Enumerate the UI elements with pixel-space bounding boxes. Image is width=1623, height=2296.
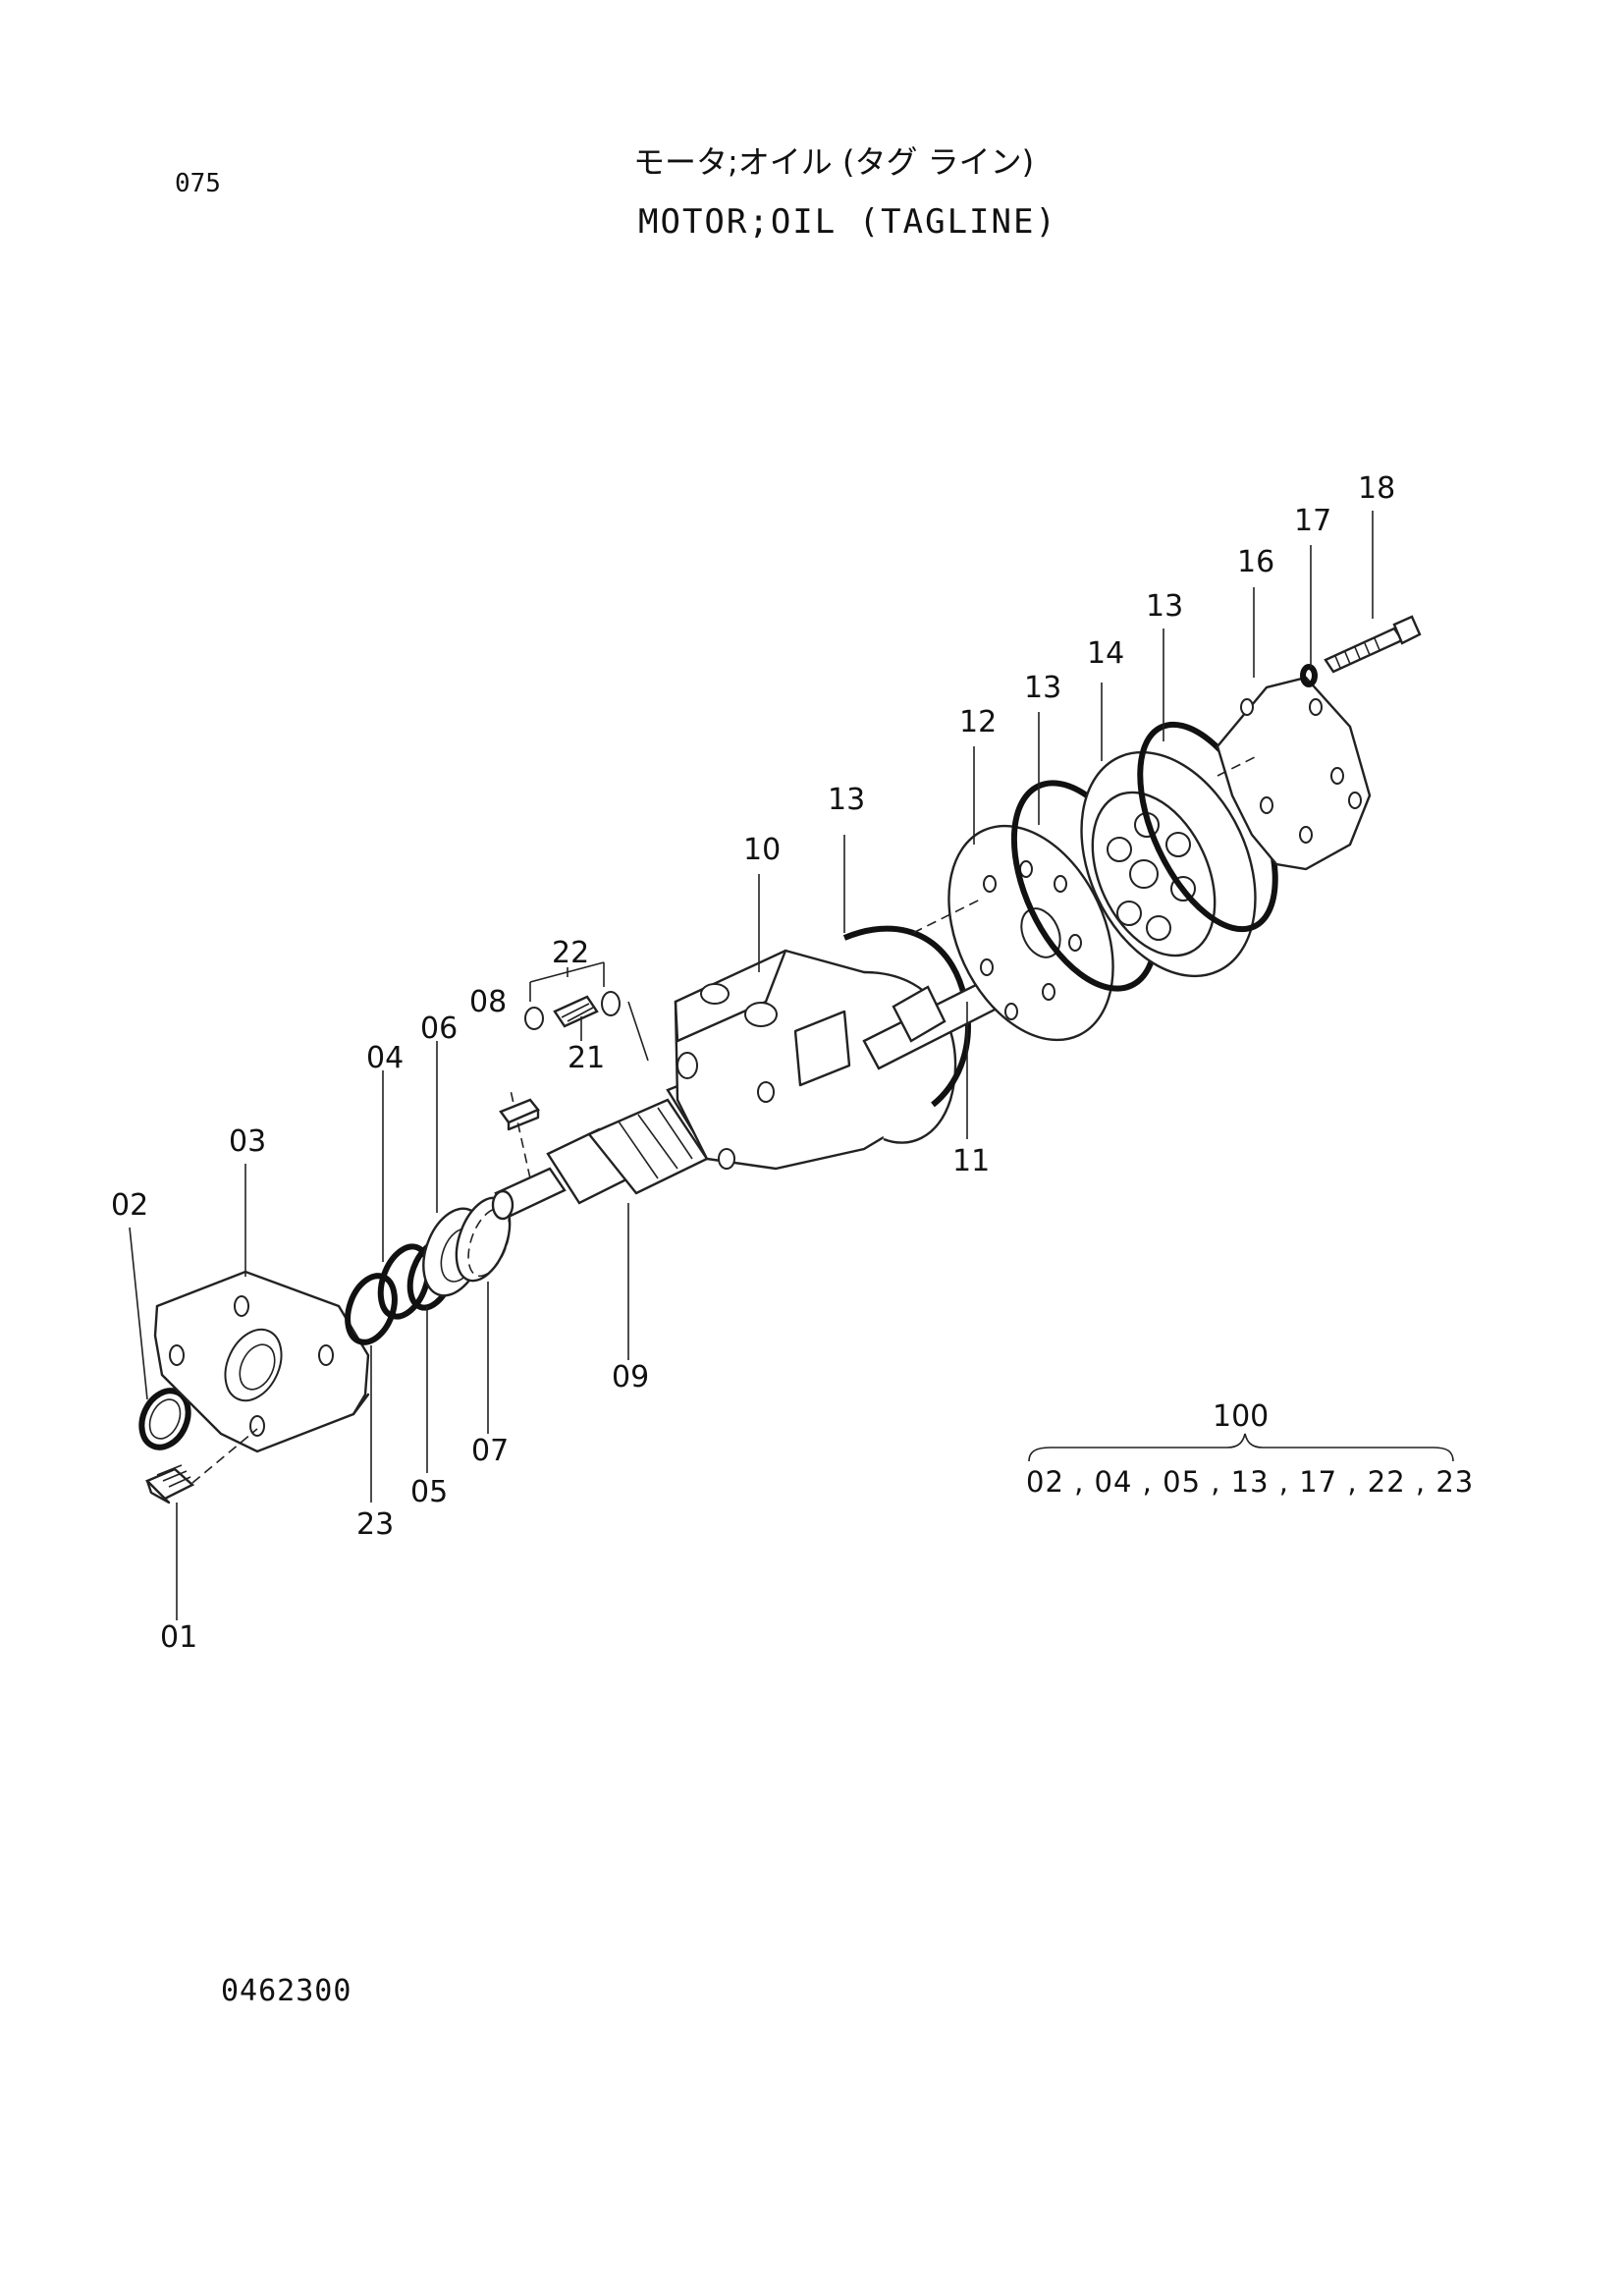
page-number: 075 bbox=[175, 169, 221, 198]
callout-18: 18 bbox=[1358, 471, 1396, 506]
callout-13-a: 13 bbox=[828, 783, 866, 817]
leader-lines bbox=[129, 511, 1374, 1620]
callout-02: 02 bbox=[111, 1188, 149, 1223]
part-10-housing bbox=[674, 949, 957, 1171]
callout-06: 06 bbox=[420, 1011, 459, 1046]
callout-13-c: 13 bbox=[1146, 589, 1184, 624]
part-08-key bbox=[499, 1098, 540, 1131]
title-japanese: モータ;オイル (タグ ライン) bbox=[633, 143, 1035, 181]
part-01-plug bbox=[144, 1464, 195, 1504]
part-03-flange-cover bbox=[153, 1270, 370, 1484]
callout-22: 22 bbox=[552, 936, 590, 970]
callout-01: 01 bbox=[160, 1620, 198, 1655]
callout-08: 08 bbox=[469, 985, 508, 1019]
part-02-seal-ring bbox=[138, 1388, 191, 1450]
kit-number: 100 bbox=[1213, 1399, 1270, 1434]
callout-05: 05 bbox=[410, 1475, 449, 1509]
part-18-bolt bbox=[1324, 615, 1422, 674]
callout-16: 16 bbox=[1237, 545, 1275, 579]
callout-17: 17 bbox=[1294, 504, 1332, 538]
callout-11: 11 bbox=[952, 1144, 991, 1178]
callout-09: 09 bbox=[612, 1360, 650, 1394]
part-16-end-cover bbox=[1216, 676, 1372, 871]
callout-21: 21 bbox=[568, 1041, 606, 1075]
drawing-number: 0462300 bbox=[221, 1974, 352, 2008]
callout-10: 10 bbox=[743, 833, 782, 867]
kit-contents: 02 , 04 , 05 , 13 , 17 , 22 , 23 bbox=[1026, 1465, 1475, 1499]
callout-13-b: 13 bbox=[1024, 671, 1062, 705]
page-title: MOTOR;OIL (TAGLINE) bbox=[638, 202, 1057, 242]
part-17-washer bbox=[1300, 664, 1318, 687]
callout-12: 12 bbox=[959, 705, 998, 739]
callout-07: 07 bbox=[471, 1434, 510, 1468]
part-22-check-valve bbox=[524, 961, 649, 1062]
part-04-ring bbox=[377, 1243, 432, 1320]
callout-04: 04 bbox=[366, 1041, 405, 1075]
callout-14: 14 bbox=[1087, 636, 1125, 671]
callout-23: 23 bbox=[356, 1507, 395, 1542]
kit-brace bbox=[1028, 1433, 1454, 1462]
callout-03: 03 bbox=[229, 1124, 267, 1159]
